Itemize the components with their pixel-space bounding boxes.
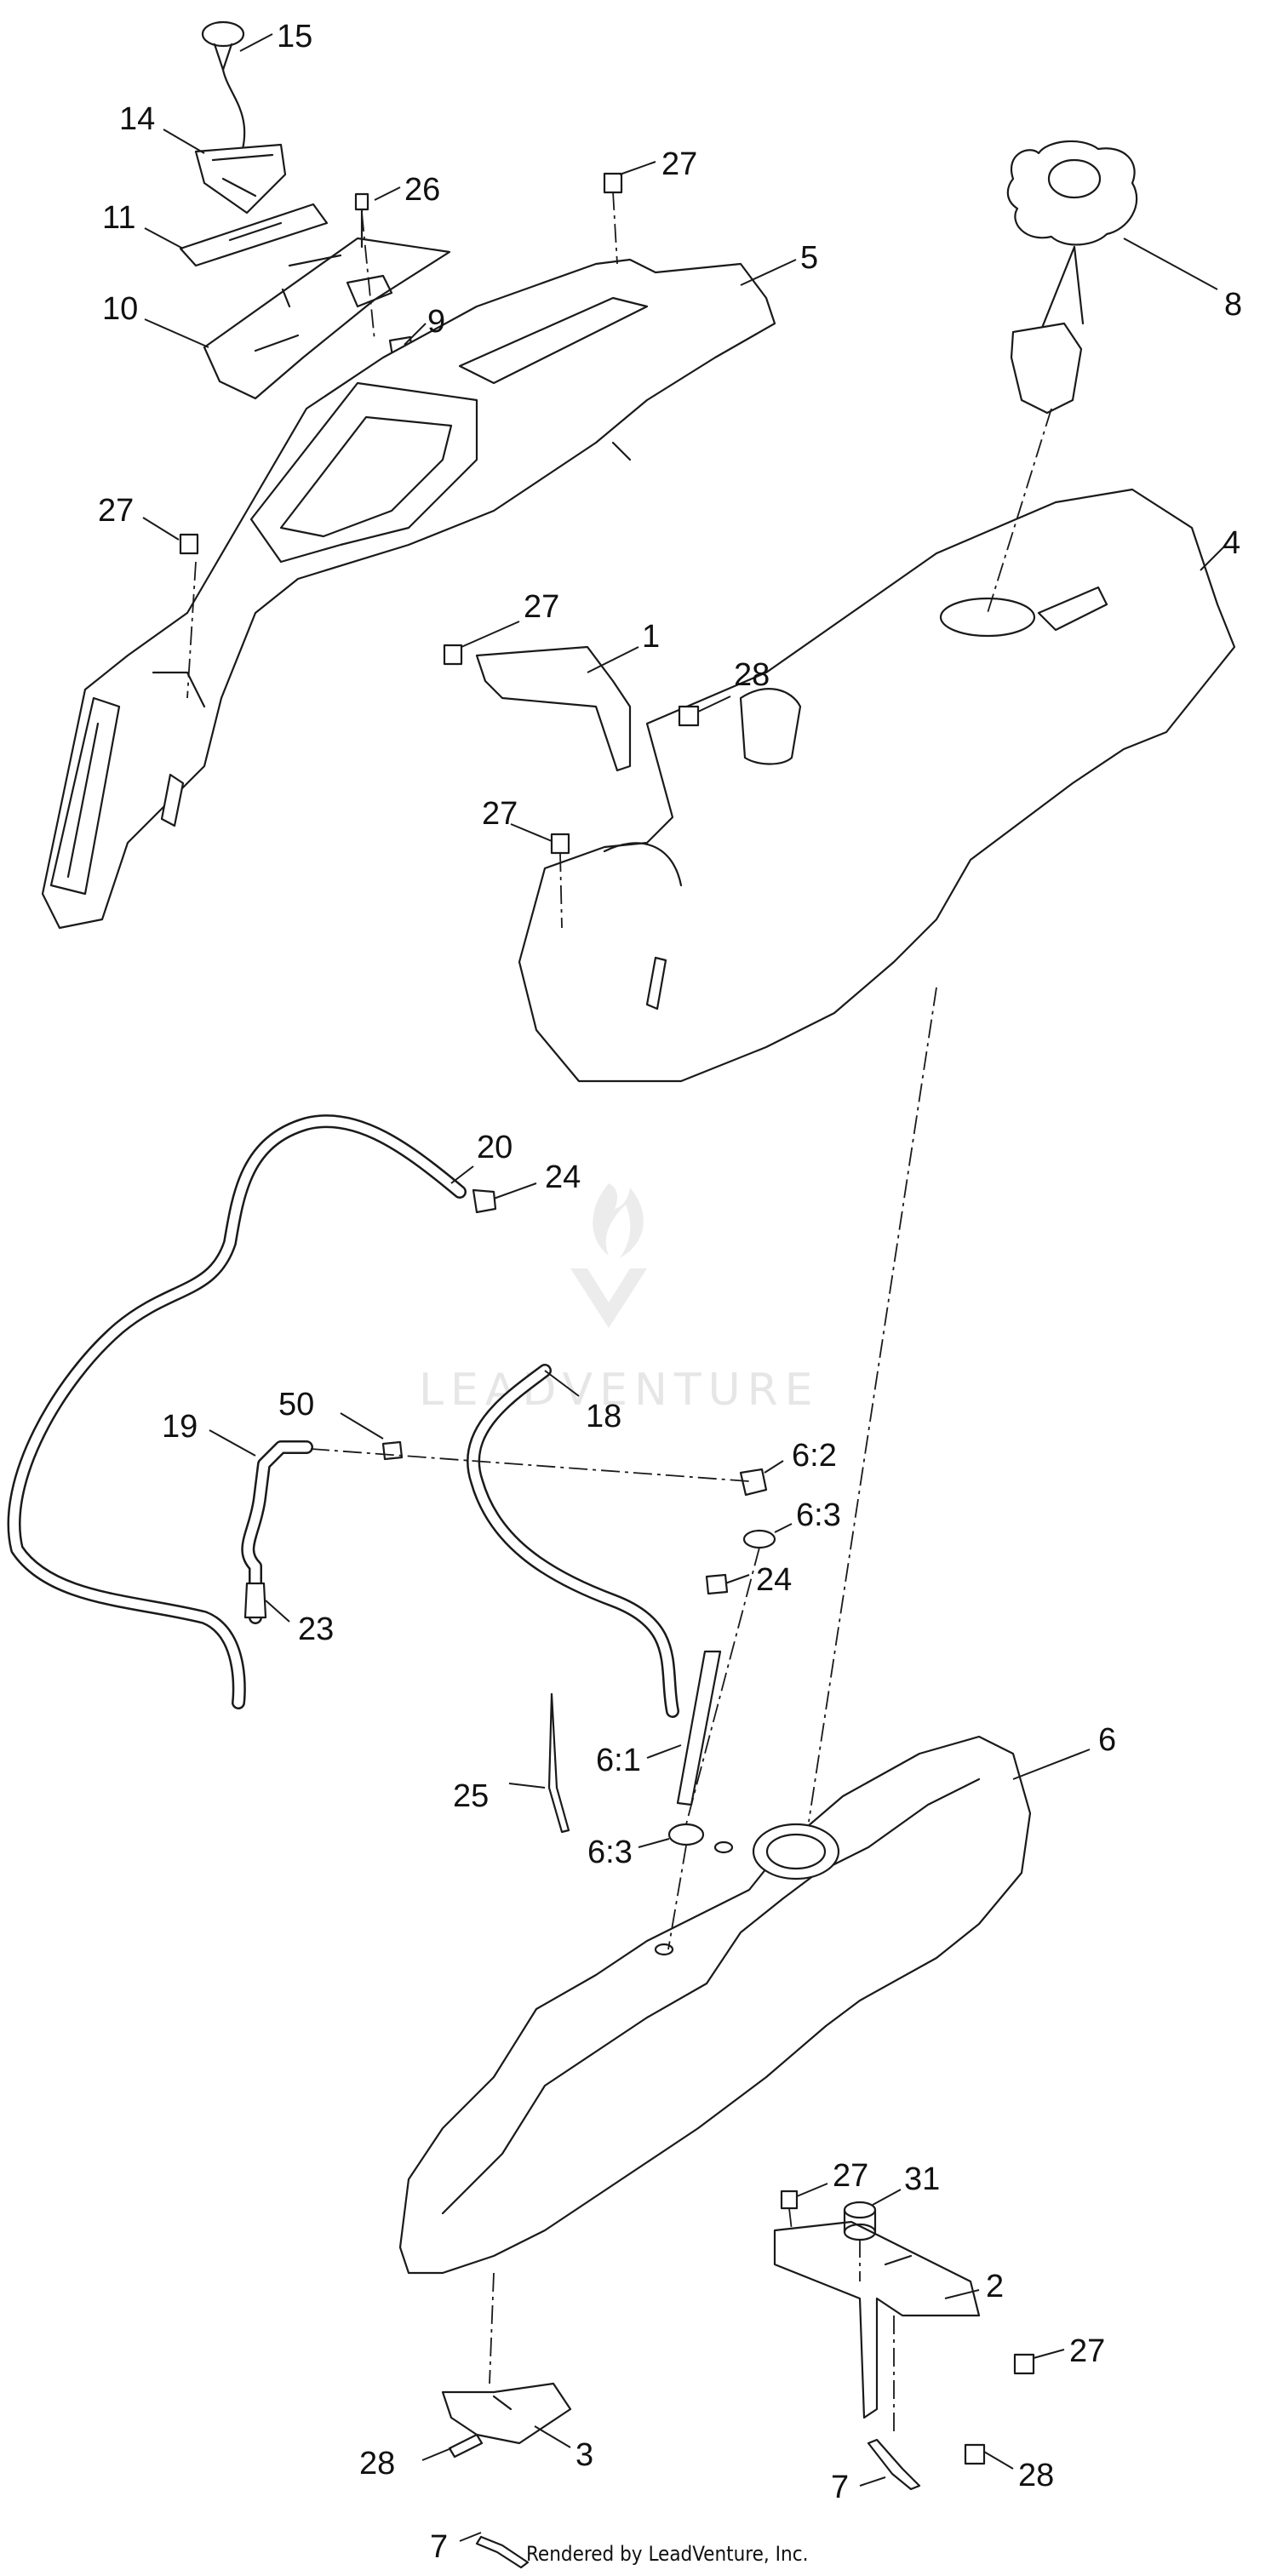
callout-6-1: 6:1	[596, 1743, 641, 1778]
callout-26: 26	[404, 172, 440, 208]
callout-2: 2	[986, 2269, 1004, 2304]
callout-24-top: 24	[545, 1159, 581, 1195]
part-19-hose	[241, 1440, 313, 1624]
callout-6-2: 6:2	[792, 1438, 837, 1474]
callout-19: 19	[162, 1409, 198, 1445]
callout-28-bracket2: 28	[1018, 2458, 1054, 2493]
callout-27-bracket: 27	[524, 589, 559, 625]
watermark-text: LEADVENTURE	[419, 1365, 820, 1416]
part-1-bracket	[475, 645, 632, 772]
part-28-screw-bracket	[678, 705, 700, 727]
callout-6-3-top: 6:3	[796, 1497, 841, 1533]
callout-20: 20	[477, 1130, 513, 1165]
part-27-screw-bracket2-top	[780, 2190, 799, 2210]
part-6-2-elbow	[739, 1468, 768, 1497]
callout-27-cover: 27	[482, 796, 518, 832]
part-10-panel	[203, 237, 451, 400]
callout-31: 31	[904, 2161, 940, 2197]
callout-10: 10	[102, 291, 138, 327]
part-27-screw-top	[603, 172, 623, 194]
callout-28-bracket3: 28	[359, 2446, 395, 2482]
callout-27-top: 27	[661, 146, 697, 182]
callout-6-3-bottom: 6:3	[587, 1835, 633, 1870]
callout-8: 8	[1224, 287, 1242, 323]
callout-4: 4	[1223, 525, 1240, 561]
callout-50: 50	[278, 1387, 314, 1423]
callout-25: 25	[453, 1778, 489, 1814]
part-6-3-grommet-bottom	[667, 1823, 705, 1846]
part-15-fuel-gauge-stick	[201, 20, 246, 151]
part-5-body-panel	[41, 258, 776, 930]
part-11-plate	[179, 203, 329, 267]
leader-lines	[142, 33, 1227, 2542]
callout-11: 11	[102, 200, 135, 236]
part-20-return-hose	[7, 1114, 467, 1709]
part-24-clamp-mid	[705, 1573, 729, 1595]
callout-24-mid: 24	[756, 1562, 792, 1598]
part-27-screw-bracket2-right	[1013, 2353, 1035, 2375]
part-3-bracket	[441, 2382, 572, 2445]
callout-27-left: 27	[98, 493, 134, 529]
callout-28-bracket: 28	[734, 657, 770, 693]
part-6-1-pickup-tube	[676, 1650, 722, 1806]
part-27-screw-left	[179, 533, 199, 555]
part-23-fitting	[243, 1582, 267, 1619]
callout-1: 1	[642, 619, 660, 655]
callout-6: 6	[1098, 1722, 1116, 1758]
callout-27-bracket2-right: 27	[1069, 2333, 1105, 2369]
alignment-lines	[186, 191, 1052, 2435]
part-14-gauge-housing	[194, 143, 287, 215]
callout-5: 5	[800, 240, 818, 276]
part-25-cable-tie	[547, 1692, 570, 1834]
rendered-by-credit: Rendered by LeadVenture, Inc.	[526, 2542, 808, 2566]
callout-7-left: 7	[430, 2529, 448, 2565]
part-8-fuel-cap	[1006, 140, 1138, 415]
part-6-fuel-tank	[398, 1735, 1032, 2275]
part-6-3-grommet-top	[742, 1529, 776, 1549]
part-7-strap-left	[475, 2535, 530, 2569]
part-7-strap-right	[867, 2438, 921, 2491]
watermark-logo: LEADVENTURE	[419, 1183, 820, 1416]
callout-27-bracket2: 27	[833, 2158, 868, 2194]
part-31-bumper	[843, 2201, 877, 2241]
callout-3: 3	[576, 2437, 593, 2473]
part-27-screw-bracket	[443, 644, 463, 666]
callout-14: 14	[119, 101, 155, 137]
callout-18: 18	[586, 1399, 621, 1434]
part-24-clamp-top	[472, 1188, 497, 1214]
part-27-screw-cover	[550, 833, 570, 855]
callout-7-right: 7	[831, 2470, 849, 2505]
callout-15: 15	[277, 19, 312, 54]
part-18-hose	[467, 1364, 679, 1718]
part-2-bracket	[773, 2220, 981, 2419]
part-50-connector	[381, 1440, 404, 1461]
callout-9: 9	[427, 304, 445, 340]
part-4-tank-cover	[518, 488, 1236, 1083]
callout-23: 23	[298, 1611, 334, 1647]
callout-labels: 15 14 11 10 26 27 5 9 8 27 4 27 1 28 27 …	[98, 19, 1242, 2565]
part-28-screw-bracket3	[448, 2433, 484, 2459]
part-28-screw-bracket2	[964, 2443, 986, 2465]
